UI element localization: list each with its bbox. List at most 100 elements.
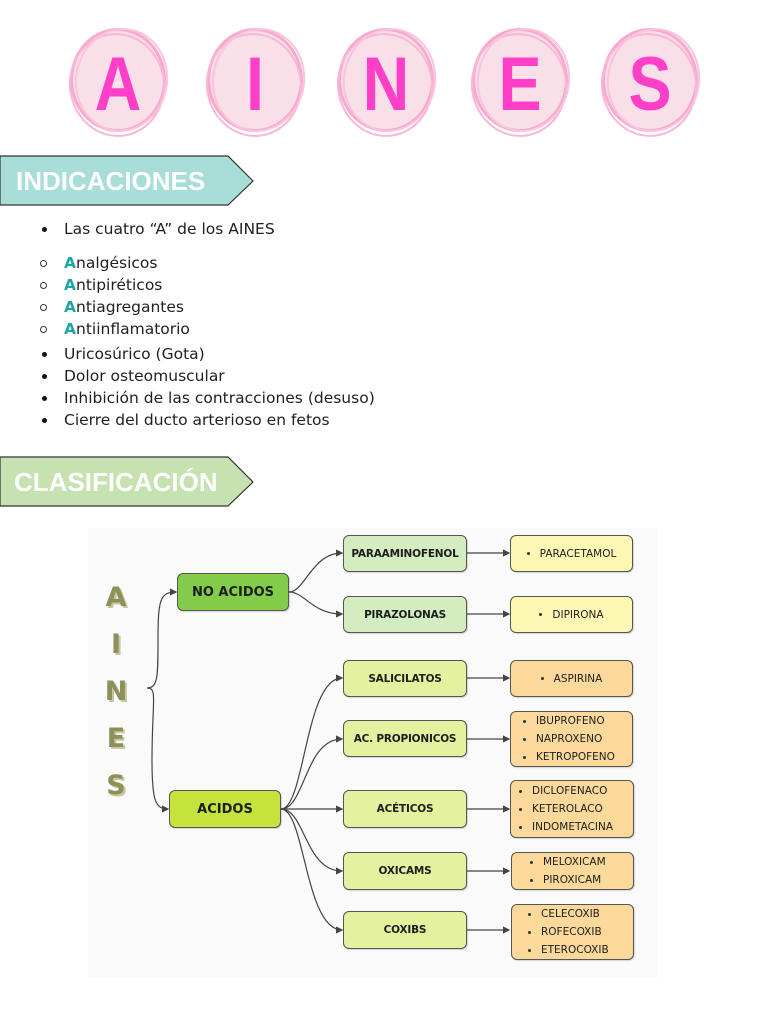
bullet-icon — [539, 613, 543, 616]
bullet-icon — [540, 677, 544, 680]
a-highlight: A — [64, 298, 76, 316]
page-title: A I N E S — [0, 0, 768, 150]
bullet-icon — [523, 737, 526, 741]
list-item: Dolor osteomuscular — [38, 365, 375, 387]
family-oxicams: OXICAMS — [343, 852, 467, 890]
list-item: Antiinflamatorio — [38, 318, 190, 340]
family-coxibs: COXIBS — [343, 911, 467, 949]
ring-bullet-icon — [40, 304, 47, 311]
bullet-icon — [519, 807, 522, 811]
list-item: Antipiréticos — [38, 274, 190, 296]
drug-item: PARACETAMOL — [526, 545, 617, 563]
drug-item: ROFECOXIB — [528, 923, 602, 941]
title-letter: N — [362, 42, 410, 127]
drug-name: ASPIRINA — [553, 672, 603, 685]
family-paraaminofenol: PARAAMINOFENOL — [343, 535, 467, 572]
bullet-icon — [42, 396, 47, 401]
drugs-aceticos: DICLOFENACO KETEROLACO INDOMETACINA — [510, 780, 634, 838]
indicaciones-banner: INDICACIONES — [0, 155, 260, 206]
group-label: NO ACIDOS — [191, 584, 275, 600]
drug-name: CELECOXIB — [541, 908, 600, 920]
drugs-coxibs: CELECOXIB ROFECOXIB ETEROCOXIB — [511, 904, 634, 960]
drug-name: ROFECOXIB — [541, 926, 602, 938]
title-circle-e: E — [472, 28, 568, 132]
drugs-ac-propionicos: IBUPROFENO NAPROXENO KETROPOFENO — [510, 711, 633, 767]
indicaciones-list: Las cuatro “A” de los AINES — [38, 218, 275, 240]
drug-item: KETEROLACO — [519, 800, 603, 818]
family-label: ACÉTICOS — [376, 803, 434, 815]
drug-item: DICLOFENACO — [519, 782, 607, 800]
list-item: Analgésicos — [38, 252, 190, 274]
bullet-icon — [523, 719, 526, 723]
bullet-icon — [42, 352, 47, 357]
vertical-letter: E — [106, 723, 126, 754]
drug-item: NAPROXENO — [523, 730, 602, 748]
indicaciones-heading: INDICACIONES — [16, 166, 206, 196]
list-item-text: Dolor osteomuscular — [64, 367, 225, 385]
list-item: Las cuatro “A” de los AINES — [38, 218, 275, 240]
bullet-icon — [519, 789, 522, 793]
list-item: Cierre del ducto arterioso en fetos — [38, 409, 375, 431]
title-circle-i: I — [207, 28, 303, 132]
drug-item: ETEROCOXIB — [528, 941, 609, 959]
drug-item: KETROPOFENO — [523, 748, 615, 766]
family-label: COXIBS — [383, 924, 427, 936]
a-highlight: A — [64, 320, 76, 338]
family-label: SALICILATOS — [368, 672, 442, 685]
title-circle-s: S — [602, 28, 698, 132]
vertical-letter: A — [105, 582, 127, 613]
clasificacion-banner: CLASIFICACIÓN — [0, 456, 260, 507]
vertical-aines-label: A I N E S — [96, 582, 136, 817]
title-circle-n: N — [338, 28, 434, 132]
group-no-acidos: NO ACIDOS — [177, 573, 289, 611]
bullet-icon — [519, 825, 522, 829]
drug-name: DICLOFENACO — [532, 785, 608, 797]
drug-name: IBUPROFENO — [536, 715, 605, 727]
drug-item: ASPIRINA — [540, 670, 603, 688]
drugs-paraaminofenol: PARACETAMOL — [510, 535, 633, 572]
group-acidos: ACIDOS — [169, 790, 281, 828]
title-letter: S — [628, 42, 672, 127]
ring-bullet-icon — [40, 282, 47, 289]
title-circle-a: A — [70, 28, 166, 132]
drug-name: MELOXICAM — [543, 856, 606, 868]
group-label: ACIDOS — [197, 801, 253, 817]
list-item: Antiagregantes — [38, 296, 190, 318]
drug-name: KETEROLACO — [532, 803, 603, 815]
family-salicilatos: SALICILATOS — [343, 660, 467, 697]
a-highlight: A — [64, 276, 76, 294]
list-item-text: ntiinflamatorio — [76, 320, 190, 338]
list-item-text: Las cuatro “A” de los AINES — [64, 220, 275, 238]
other-indications-list: Uricosúrico (Gota) Dolor osteomuscular I… — [38, 343, 375, 431]
bullet-icon — [530, 860, 533, 864]
vertical-letter: S — [106, 770, 126, 801]
drug-item: IBUPROFENO — [523, 712, 605, 730]
family-label: PIRAZOLONAS — [364, 608, 446, 621]
title-letter: E — [498, 42, 542, 127]
drugs-salicilatos: ASPIRINA — [510, 660, 633, 697]
drug-name: NAPROXENO — [536, 733, 603, 745]
drug-name: DIPIRONA — [552, 608, 604, 621]
bullet-icon — [528, 930, 531, 934]
drug-name: PIROXICAM — [543, 874, 602, 886]
family-aceticos: ACÉTICOS — [343, 790, 467, 828]
bullet-icon — [526, 552, 530, 555]
drug-name: ETEROCOXIB — [541, 944, 609, 956]
bullet-icon — [528, 948, 531, 952]
list-item-text: ntiagregantes — [76, 298, 184, 316]
bullet-icon — [42, 227, 47, 232]
title-letter: I — [246, 42, 264, 127]
ring-bullet-icon — [40, 260, 47, 267]
banner-arrow-shape — [0, 456, 254, 507]
drug-name: KETROPOFENO — [536, 751, 615, 763]
drug-item: CELECOXIB — [528, 905, 600, 923]
list-item: Uricosúrico (Gota) — [38, 343, 375, 365]
list-item-text: Inhibición de las contracciones (desuso) — [64, 389, 375, 407]
list-item-text: nalgésicos — [76, 254, 158, 272]
drug-name: PARACETAMOL — [539, 547, 617, 560]
list-item-text: Uricosúrico (Gota) — [64, 345, 205, 363]
clasificacion-heading: CLASIFICACIÓN — [14, 467, 218, 497]
family-label: OXICAMS — [378, 865, 432, 877]
four-a-list: Analgésicos Antipiréticos Antiagregantes… — [38, 252, 190, 340]
banner-arrow-shape — [0, 155, 254, 206]
